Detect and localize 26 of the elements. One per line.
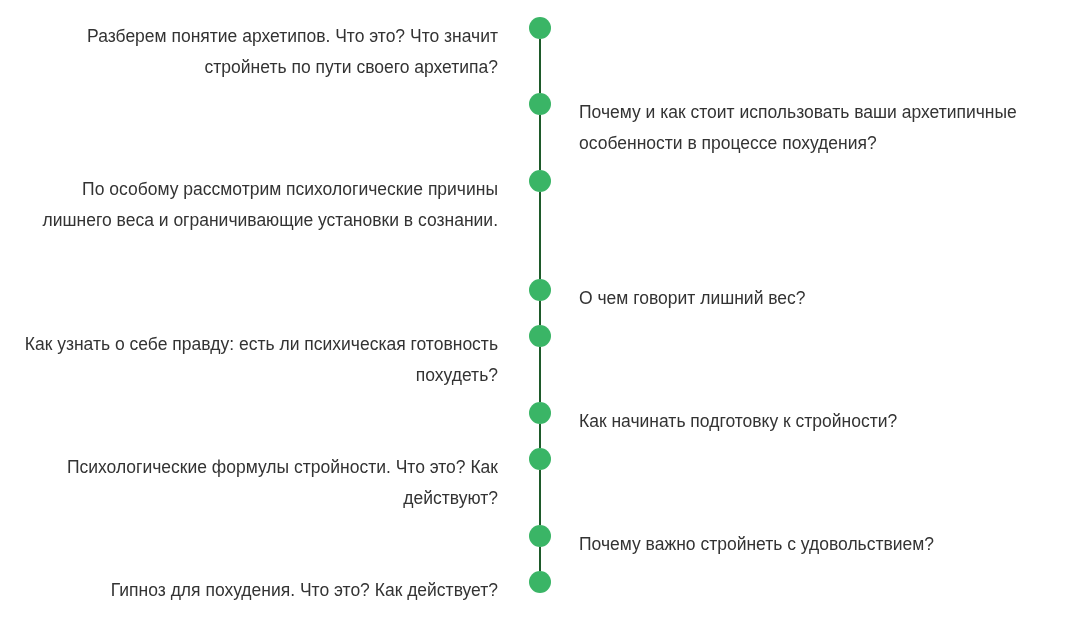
timeline-dot xyxy=(529,325,551,347)
timeline-dot xyxy=(529,448,551,470)
timeline-text: Психологические формулы стройности. Что это? Как действуют? xyxy=(65,456,498,510)
timeline-dot xyxy=(529,402,551,424)
timeline-line xyxy=(539,423,541,449)
timeline-dot xyxy=(529,93,551,115)
timeline-text: Как узнать о себе правду: есть ли психическая готовность похудеть? xyxy=(23,333,498,387)
timeline-dot xyxy=(529,525,551,547)
timeline-text: О чем говорит лишний вес? xyxy=(579,287,807,310)
timeline-line xyxy=(539,300,541,326)
timeline-line xyxy=(539,469,541,526)
timeline-text: Почему и как стоит использовать ваши архетипичные особенности в процессе похудения? xyxy=(579,101,1018,155)
timeline-line xyxy=(539,114,541,171)
timeline-text: По особому рассмотрим психологические причины лишнего веса и ограничивающие установки в сознании. xyxy=(41,178,498,232)
timeline-text: Разберем понятие архетипов. Что это? Что значит стройнеть по пути своего архетипа? xyxy=(86,25,498,79)
timeline-line xyxy=(539,38,541,94)
timeline-dot xyxy=(529,17,551,39)
timeline-line xyxy=(539,346,541,403)
timeline-text: Как начинать подготовку к стройности? xyxy=(579,410,899,433)
timeline-text: Почему важно стройнеть с удовольствием? xyxy=(579,533,936,556)
timeline-line xyxy=(539,546,541,572)
timeline-dot xyxy=(529,279,551,301)
timeline-line xyxy=(539,191,541,280)
timeline-text: Гипноз для похудения. Что это? Как действует? xyxy=(109,579,498,602)
timeline-dot xyxy=(529,571,551,593)
timeline-dot xyxy=(529,170,551,192)
